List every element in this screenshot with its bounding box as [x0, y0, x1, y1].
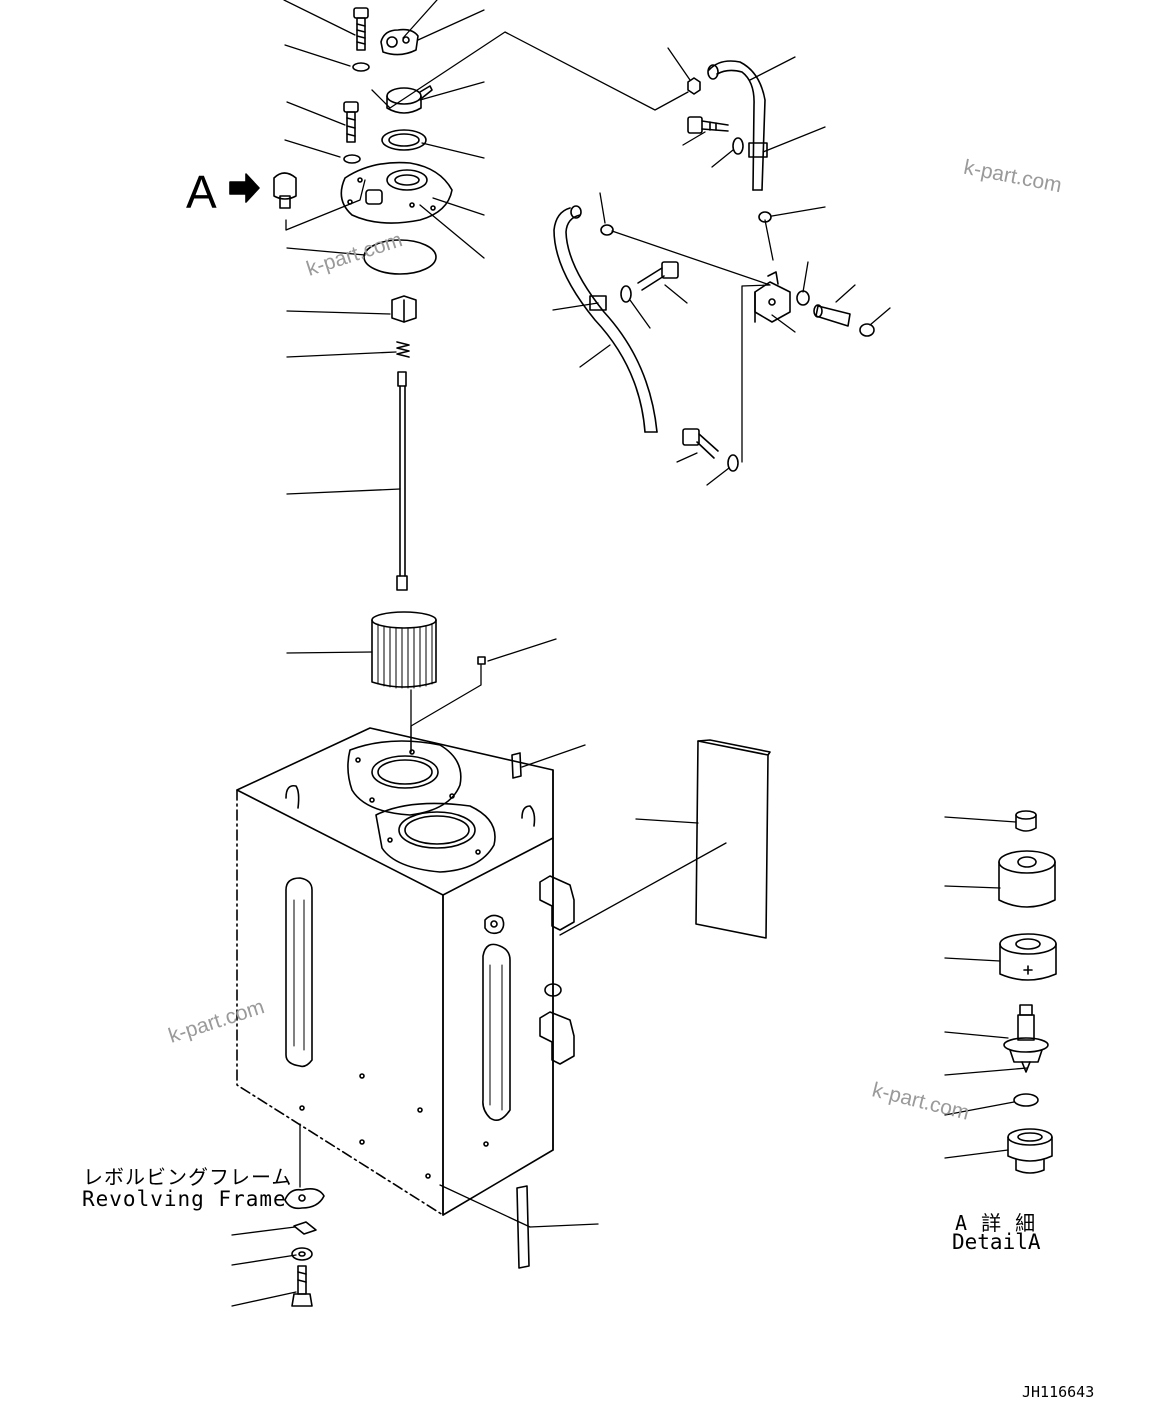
- tank-cover-plate: [340, 161, 453, 224]
- detail-sensor: [1003, 1004, 1049, 1073]
- hose-short: [813, 304, 851, 327]
- clip-right: [758, 211, 772, 223]
- drawing-number: JH116643: [1022, 1383, 1095, 1401]
- rod: [396, 371, 408, 591]
- sensor-plug-a: [273, 172, 297, 209]
- rubber-pad-large: [695, 739, 771, 939]
- clip-left: [600, 224, 614, 236]
- frame-label-en: Revolving Frame: [82, 1187, 287, 1211]
- detail-fitting: [1007, 1128, 1053, 1174]
- detail-o-ring: [1013, 1093, 1039, 1107]
- adapter-fitting: [386, 85, 433, 114]
- bolt-cover: [343, 101, 359, 143]
- detail-float: [998, 850, 1056, 908]
- hose-upper: [707, 60, 766, 191]
- banjo-bolt-3: [682, 428, 719, 459]
- mount-plate: [284, 1188, 325, 1210]
- tag-plate: [511, 752, 522, 779]
- washer-hose-2: [620, 285, 632, 303]
- gasket-ring: [381, 129, 427, 151]
- washer-small-1: [352, 62, 370, 72]
- detail-cap: [1015, 810, 1037, 832]
- leader-lines-detail: [944, 816, 1028, 1159]
- leader-lines-left: [231, 0, 401, 1307]
- nut-small-1: [687, 77, 701, 95]
- banjo-bolt-2: [637, 261, 679, 291]
- manifold-block: [754, 271, 791, 323]
- detail-marker-a: A: [186, 166, 217, 218]
- filter-element: [371, 611, 437, 689]
- leader-lines-right: [552, 47, 891, 486]
- small-plug: [477, 656, 486, 665]
- washer-hose-1: [732, 137, 744, 155]
- washer-small-2: [343, 154, 361, 164]
- rubber-pad-strip: [516, 1185, 530, 1269]
- banjo-bolt-1: [687, 116, 729, 134]
- breather-cap: [380, 28, 419, 56]
- nut-hex: [391, 295, 417, 323]
- bolt-top: [353, 7, 369, 51]
- bolt-bottom: [291, 1265, 313, 1307]
- o-ring-large: [363, 239, 437, 275]
- washer-bottom: [291, 1247, 313, 1261]
- hydraulic-tank: [236, 727, 575, 1216]
- clamp-upper: [748, 142, 768, 158]
- clip-manifold: [796, 290, 810, 306]
- spring: [396, 341, 410, 358]
- detail-arrow-a-icon: [229, 173, 260, 203]
- hose-left: [553, 205, 658, 433]
- frame-label-jp: レボルビングフレーム: [83, 1165, 293, 1189]
- clip-end: [859, 323, 875, 337]
- detail-spacer: [999, 933, 1057, 981]
- clamp-left: [589, 295, 607, 311]
- washer-hose-3: [727, 454, 739, 472]
- lock-plate: [293, 1221, 317, 1235]
- leader-lines-center: [285, 0, 727, 1228]
- detail-label-jp: A 詳 細: [955, 1211, 1037, 1235]
- detail-label-en: DetailA: [952, 1230, 1041, 1254]
